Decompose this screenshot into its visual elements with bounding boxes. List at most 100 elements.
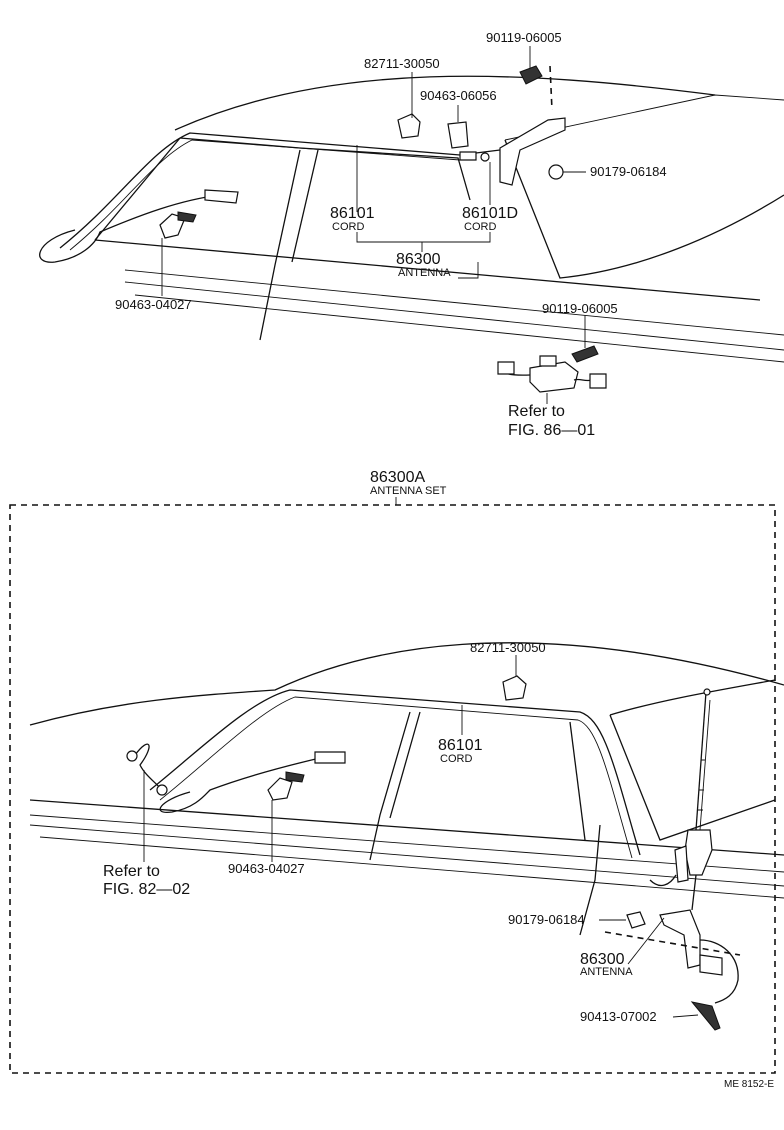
antenna-mast-sections <box>698 759 705 811</box>
window-frame <box>179 137 471 201</box>
cord-hook-ball <box>156 784 168 796</box>
label-90413-07002: 90413-07002 <box>580 1009 657 1024</box>
roof-outline <box>174 75 716 131</box>
label-86300-antenna-top: ANTENNA <box>398 267 451 279</box>
screw-90413 <box>690 1001 721 1031</box>
leader-86300-antenna <box>458 262 479 279</box>
cord-loop-bottom <box>159 757 321 814</box>
label-90463-04027-top: 90463-04027 <box>115 297 192 312</box>
label-82711-30050-top: 82711-30050 <box>364 56 440 71</box>
cord-loop <box>39 194 221 263</box>
amplifier-box <box>529 361 579 393</box>
label-86101d: 86101D <box>462 205 518 222</box>
window-rear-edge <box>569 721 586 841</box>
label-86101-cord-top: CORD <box>332 221 364 233</box>
label-90463-04027-bottom: 90463-04027 <box>228 861 305 876</box>
antenna-stem <box>691 874 697 911</box>
bracket-86300 <box>356 232 491 243</box>
clip-90463-04027-bottom <box>267 777 293 801</box>
connector-1 <box>459 151 477 161</box>
label-antenna-set: ANTENNA SET <box>370 485 447 497</box>
antenna-wire <box>649 874 677 887</box>
label-86300a: 86300A <box>370 469 425 486</box>
clip-tab-top <box>177 211 197 223</box>
label-90179-06184-top: 90179-06184 <box>590 164 667 179</box>
window-inner <box>291 149 319 263</box>
label-86300-top: 86300 <box>396 251 441 268</box>
label-86101-cord-bottom: CORD <box>440 753 472 765</box>
rear-window-bottom <box>609 714 776 841</box>
body-line-b3 <box>29 824 784 887</box>
pillar-inner-bottom <box>389 711 421 819</box>
antenna-mast <box>695 691 707 831</box>
leader-90413 <box>672 1014 699 1018</box>
antenna-connector <box>699 954 723 976</box>
cord-roof-top <box>59 132 501 249</box>
antenna-set-dashed-frame <box>9 504 776 1074</box>
rear-window-top-bottom <box>609 679 776 716</box>
antenna-mast-2 <box>699 699 711 831</box>
body-line-1 <box>94 239 761 301</box>
mount-dash-line <box>604 931 741 956</box>
antenna-tip <box>703 688 711 696</box>
antenna-base <box>684 829 713 876</box>
antenna-motor <box>674 845 689 883</box>
label-refer-to-1: Refer to <box>508 403 565 420</box>
amplifier-top <box>539 355 557 367</box>
bolt-90119-mid <box>571 345 599 363</box>
label-90463-06056: 90463-06056 <box>420 88 497 103</box>
bolt-dash-top <box>549 65 553 111</box>
cord-roof-top-inner <box>69 139 461 251</box>
label-fig-86-01: FIG. 86—01 <box>508 422 595 439</box>
label-refer-to-2: Refer to <box>103 863 160 880</box>
label-90179-06184-bottom: 90179-06184 <box>508 912 585 927</box>
antenna-bracket-bottom <box>659 909 701 969</box>
cord-hook-end <box>126 750 138 762</box>
top-illustration: 90119-06005 82711-30050 90463-06056 9017… <box>39 30 784 439</box>
antenna-lead <box>699 939 739 1004</box>
rear-window-edge <box>504 94 784 141</box>
figure-code: ME 8152-E <box>724 1079 774 1090</box>
antenna-bracket-top <box>499 117 566 186</box>
cord-hook-left <box>134 743 163 791</box>
clip-90463-06056 <box>447 121 469 149</box>
label-90119-06005-top: 90119-06005 <box>486 30 562 45</box>
cord-plug-bottom <box>314 751 346 764</box>
nut-90179-bottom <box>626 911 646 929</box>
rear-window-outline <box>504 139 784 279</box>
clip-82711-top <box>397 113 421 139</box>
body-line-b1 <box>29 799 784 856</box>
amp-plug-left <box>497 361 515 375</box>
label-86300-bottom: 86300 <box>580 951 625 968</box>
door-line-bottom <box>579 824 601 936</box>
pillar-bottom <box>369 711 411 861</box>
clip-tab-bottom <box>285 771 305 783</box>
label-86101-top: 86101 <box>330 205 375 222</box>
amp-plug-right <box>589 373 607 389</box>
window-frame-bottom <box>149 689 641 856</box>
label-fig-82-02: FIG. 82—02 <box>103 881 190 898</box>
nut-90179-top <box>548 164 564 180</box>
body-line-b2 <box>29 814 784 873</box>
amp-wire-right <box>573 378 593 382</box>
label-86101d-cord: CORD <box>464 221 496 233</box>
label-86101-bottom: 86101 <box>438 737 483 754</box>
window-frame-inner <box>159 696 633 859</box>
label-82711-30050-bottom: 82711-30050 <box>470 640 546 655</box>
body-line-3 <box>124 281 784 351</box>
connector-2 <box>480 152 490 162</box>
bolt-90119-top <box>519 65 543 85</box>
leader-86300-bottom <box>627 917 665 965</box>
body-line-4 <box>134 294 784 363</box>
cord-plug-left <box>204 189 239 204</box>
label-90119-06005-mid: 90119-06005 <box>542 301 618 316</box>
antenna-set-section: 86300A ANTENNA SET <box>9 469 784 1074</box>
label-86300-antenna-bottom: ANTENNA <box>580 966 633 978</box>
pillar <box>259 149 301 341</box>
clip-82711-bottom <box>502 675 527 701</box>
windshield-edge <box>94 137 181 241</box>
roof-outline-bottom <box>29 642 784 726</box>
body-line-2 <box>124 269 784 336</box>
body-line-b4 <box>39 836 784 899</box>
